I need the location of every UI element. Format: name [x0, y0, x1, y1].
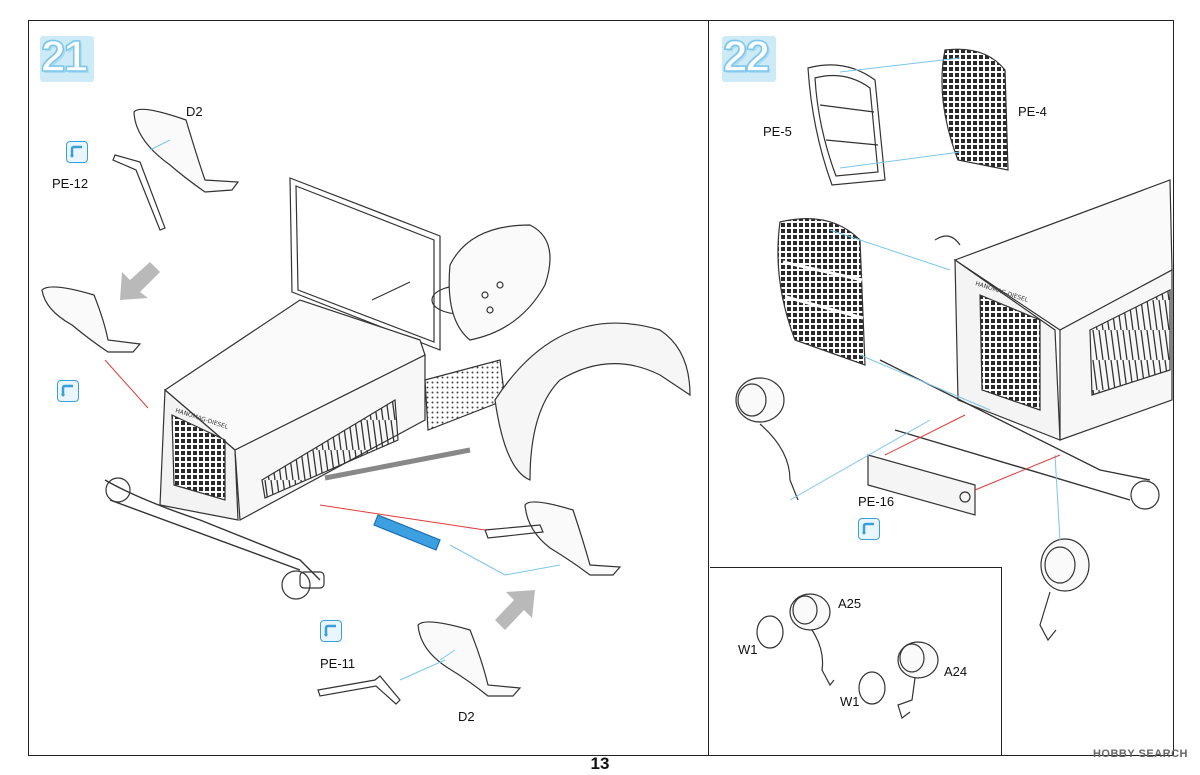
- step-22-panel: [708, 20, 1174, 756]
- part-label-pe5: PE-5: [763, 124, 792, 139]
- windscreen-frame: [289, 177, 441, 351]
- photo-etch-icon: [57, 380, 79, 402]
- page-number: 13: [590, 754, 610, 773]
- photo-etch-icon: [858, 518, 880, 540]
- part-label-pe12: PE-12: [52, 176, 89, 191]
- headlight-inset-panel: [710, 567, 1002, 756]
- part-label-pe16: PE-16: [858, 494, 895, 509]
- part-label-a24: A24: [944, 664, 968, 679]
- direction-arrow-icon: [120, 262, 160, 300]
- step-21-number: 21: [40, 31, 88, 82]
- part-label-w1-left: W1: [738, 642, 758, 657]
- part-label-a25: A25: [838, 596, 862, 611]
- watermark: HOBBY SEARCH: [1092, 748, 1188, 760]
- step-21-badge: [40, 36, 94, 82]
- part-label-w1-right: W1: [840, 694, 860, 709]
- part-label-d2-top: D2: [186, 104, 203, 119]
- step-22-number: 22: [722, 31, 770, 82]
- part-label-pe4: PE-4: [1018, 104, 1047, 119]
- direction-arrow-icon: [495, 590, 535, 630]
- step-22-badge: [722, 36, 776, 82]
- part-label-pe11: PE-11: [320, 656, 356, 671]
- photo-etch-icon: [66, 141, 88, 163]
- part-label-d2-bottom: D2: [458, 709, 475, 724]
- photo-etch-icon: [320, 620, 342, 642]
